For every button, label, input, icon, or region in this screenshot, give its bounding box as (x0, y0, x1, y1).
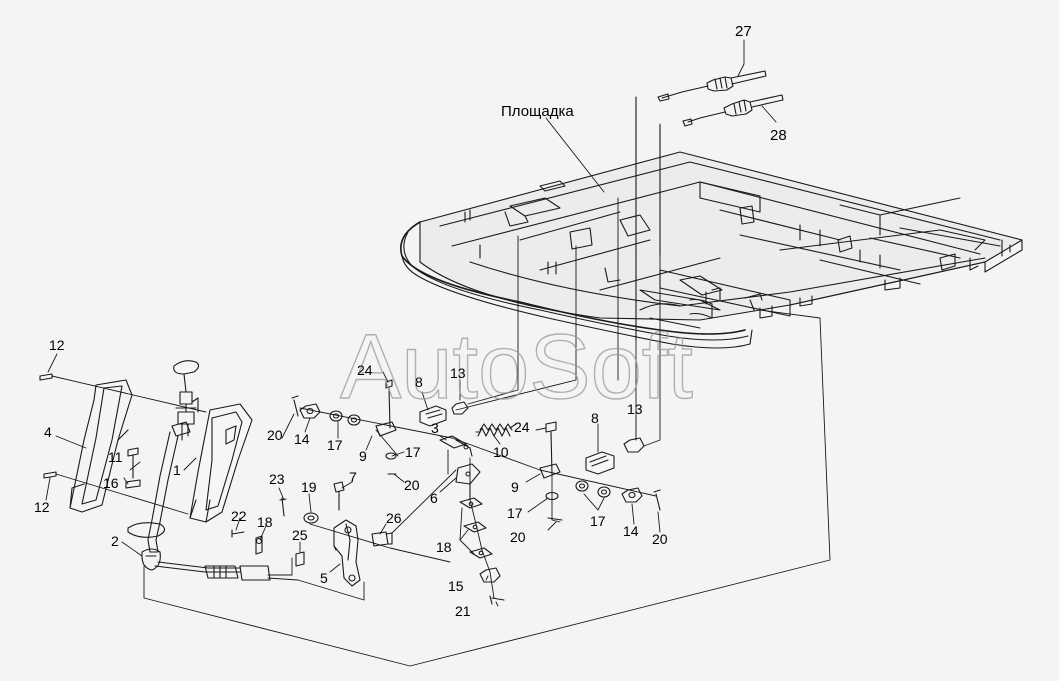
callout-17-left: 17 (327, 437, 343, 453)
callout-12-top: 12 (49, 337, 65, 353)
callout-20-left: 20 (267, 427, 283, 443)
callout-18-left: 18 (257, 514, 273, 530)
callout-12-bottom: 12 (34, 499, 50, 515)
callout-20-right-b: 20 (652, 531, 668, 547)
callout-13-left: 13 (450, 365, 466, 381)
callout-3: 3 (431, 420, 439, 436)
callout-10: 10 (493, 444, 509, 460)
callout-22: 22 (231, 508, 247, 524)
callout-7: 7 (349, 469, 357, 485)
callout-14-left: 14 (294, 431, 310, 447)
callout-17-middle: 17 (405, 444, 421, 460)
lever-2 (127, 360, 200, 571)
upper-right-chain (539, 421, 661, 521)
callout-4: 4 (44, 424, 52, 440)
callout-9-right: 9 (511, 479, 519, 495)
callout-11: 11 (108, 449, 123, 465)
callout-19: 19 (301, 479, 317, 495)
callout-1: 1 (173, 462, 181, 478)
callout-17-right-a: 17 (507, 505, 523, 521)
callout-25: 25 (292, 527, 308, 543)
callout-5: 5 (320, 570, 328, 586)
callout-17-right-b: 17 (590, 513, 606, 529)
callout-18-middle: 18 (436, 539, 452, 555)
platform-label: Площадка (501, 103, 574, 120)
leader-lines (45, 39, 831, 667)
callout-27: 27 (735, 23, 752, 40)
bellcrank-5 (333, 519, 361, 587)
callout-9-left: 9 (359, 448, 367, 464)
callout-24-right: 24 (514, 419, 530, 435)
callout-20-middle: 20 (404, 477, 420, 493)
callout-20-right-a: 20 (510, 529, 526, 545)
callout-8-left: 8 (415, 374, 423, 390)
platform (400, 151, 1023, 349)
callout-6: 6 (430, 490, 438, 506)
callout-23: 23 (269, 471, 285, 487)
left-fasteners (39, 373, 393, 567)
watermark: AutoSoft (340, 316, 693, 418)
callout-28: 28 (770, 127, 787, 144)
housing-1 (189, 403, 253, 523)
callout-14-right: 14 (623, 523, 639, 539)
callout-21: 21 (455, 603, 471, 619)
callout-15: 15 (448, 578, 464, 594)
rod-lower (154, 561, 271, 581)
callout-16: 16 (103, 475, 119, 491)
callout-8-right: 8 (591, 410, 599, 426)
callout-26: 26 (386, 510, 402, 526)
labels: Площадка 27 28 12 12 4 11 16 1 2 22 18 2… (34, 23, 787, 619)
callout-2: 2 (111, 533, 119, 549)
callout-24-left: 24 (357, 362, 373, 378)
callout-13-right: 13 (627, 401, 643, 417)
housing-4 (69, 379, 133, 513)
